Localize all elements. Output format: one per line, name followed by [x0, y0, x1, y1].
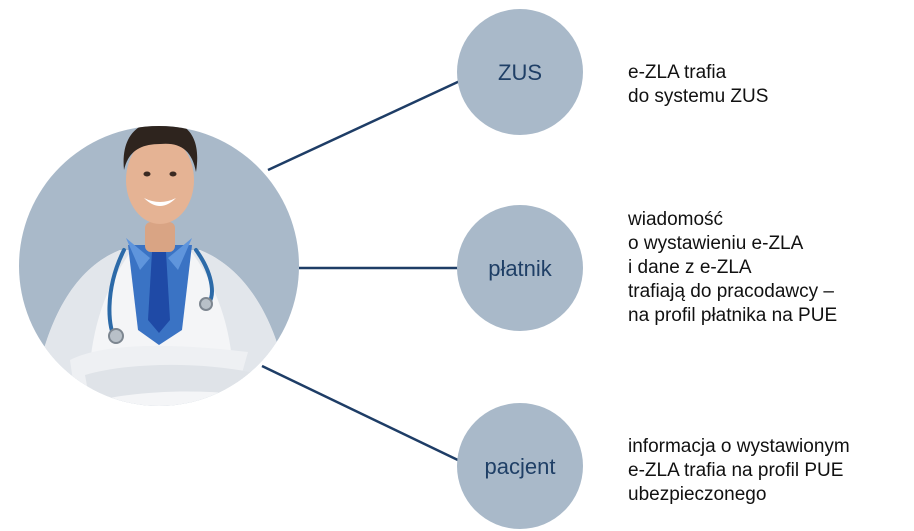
node-label-pacjent: pacjent: [485, 454, 556, 479]
description-line: ubezpieczonego: [628, 484, 767, 505]
node-label-platnik: płatnik: [488, 256, 553, 281]
description-line: e-ZLA trafia na profil PUE: [628, 460, 844, 481]
description-line: do systemu ZUS: [628, 86, 769, 107]
description-line: informacja o wystawionym: [628, 436, 850, 457]
description-line: o wystawieniu e-ZLA: [628, 233, 804, 254]
doctor-portrait: [19, 126, 299, 406]
description-line: i dane z e-ZLA: [628, 257, 752, 278]
description-platnik: wiadomość o wystawieniu e-ZLA i dane z e…: [628, 208, 837, 328]
description-line: trafiają do pracodawcy –: [628, 281, 834, 302]
description-line: e-ZLA trafia: [628, 62, 727, 83]
node-pacjent: pacjent: [457, 403, 583, 529]
description-line: na profil płatnika na PUE: [628, 305, 838, 326]
connector-pacjent: [261, 364, 463, 464]
description-zus: e-ZLA trafia do systemu ZUS: [628, 61, 768, 109]
connector-zus: [267, 78, 463, 172]
node-zus: ZUS: [457, 9, 583, 135]
node-label-zus: ZUS: [498, 60, 542, 85]
description-line: wiadomość: [628, 209, 724, 230]
description-pacjent: informacja o wystawionym e-ZLA trafia na…: [628, 435, 850, 507]
node-platnik: płatnik: [457, 205, 583, 331]
